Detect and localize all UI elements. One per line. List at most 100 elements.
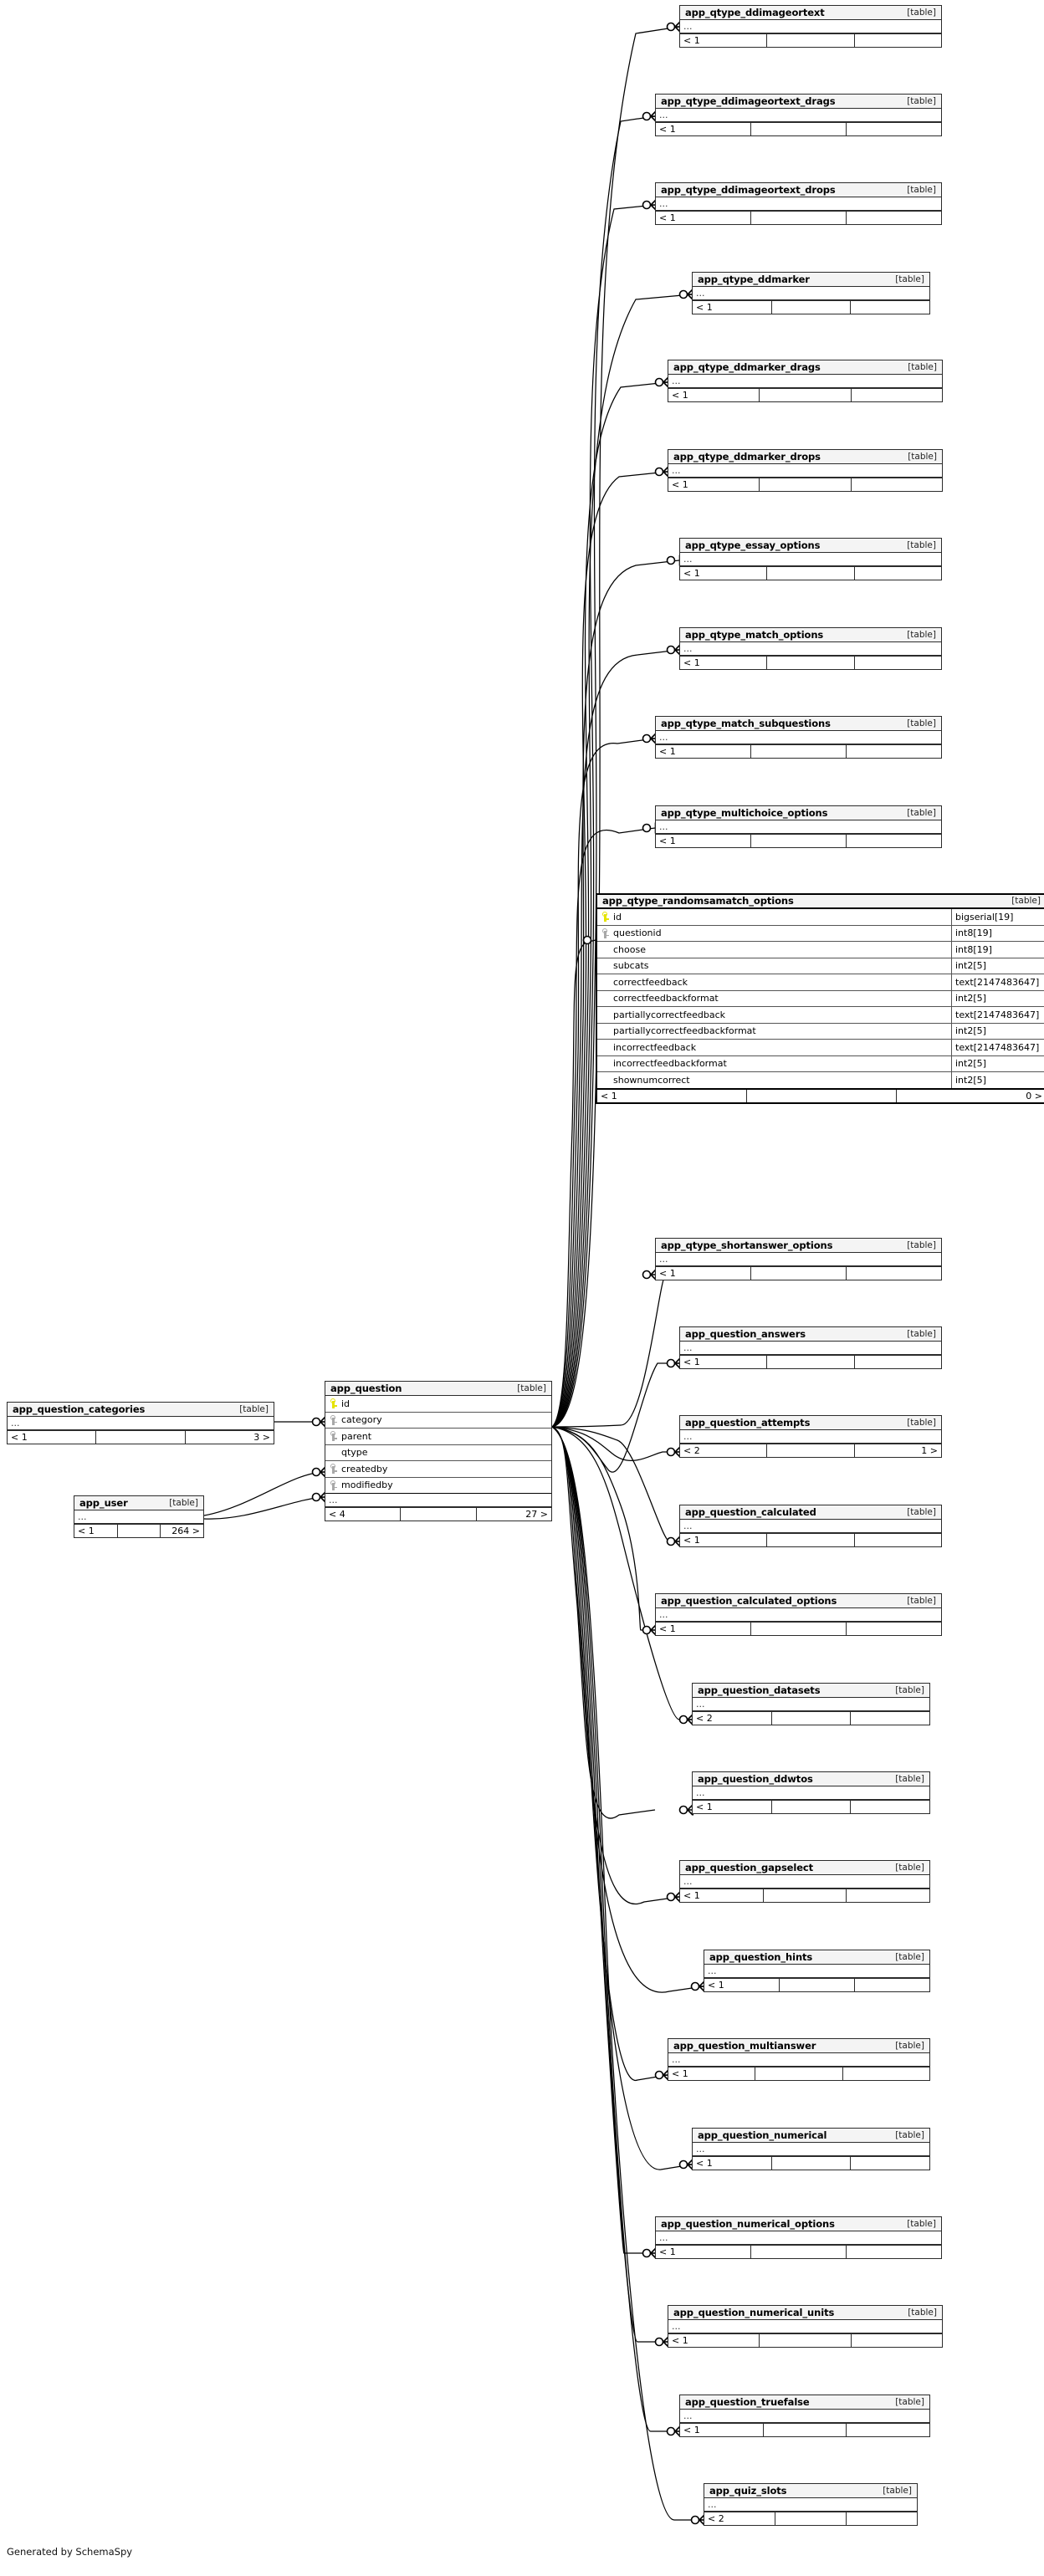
table-header: app_question_categories[table] — [8, 1403, 274, 1417]
table-app-qtype-randomsamatch-options[interactable]: app_qtype_randomsamatch_options [table] … — [596, 893, 1044, 1104]
footer-children-count — [855, 1534, 941, 1546]
table-type-tag: [table] — [895, 273, 924, 284]
table-app-question-datasets[interactable]: app_question_datasets[table]...< 2 — [692, 1683, 930, 1725]
footer-children-count: 0 > — [1026, 1090, 1042, 1101]
table-app-qtype-ddmarker-drags[interactable]: app_qtype_ddmarker_drags[table]...< 1 — [668, 360, 943, 402]
more-columns-ellipsis: ... — [680, 553, 941, 566]
table-app-qtype-ddmarker[interactable]: app_qtype_ddmarker[table]...< 1 — [692, 272, 930, 314]
table-app-qtype-ddmarker-drops[interactable]: app_qtype_ddmarker_drops[table]...< 1 — [668, 449, 943, 492]
table-name: app_question_multianswer — [673, 2039, 816, 2052]
footer-middle-cell — [747, 1089, 897, 1102]
table-footer: < 2 — [693, 1711, 929, 1725]
table-app-qtype-multichoice-options[interactable]: app_qtype_multichoice_options[table]...<… — [655, 805, 942, 848]
more-columns-ellipsis: ... — [704, 1965, 929, 1978]
table-app-question-gapselect[interactable]: app_question_gapselect[table]...< 1 — [679, 1860, 930, 1903]
column-name-cell: correctfeedbackformat — [597, 993, 951, 1004]
footer-parents-count: < 1 — [680, 34, 768, 47]
column-name-cell: subcats — [597, 960, 951, 971]
table-app-qtype-shortanswer-options[interactable]: app_qtype_shortanswer_options[table]...<… — [655, 1238, 942, 1280]
table-header: app_qtype_essay_options[table] — [680, 539, 941, 553]
footer-parents-count: < 1 — [704, 1979, 780, 1991]
column-name-cell: choose — [597, 944, 951, 955]
table-app-qtype-essay-options[interactable]: app_qtype_essay_options[table]...< 1 — [679, 538, 942, 580]
table-footer: < 1 — [668, 388, 942, 401]
table-footer: < 2 — [704, 2512, 917, 2525]
table-header: app_question_numerical[table] — [693, 2129, 929, 2143]
footer-middle-cell — [751, 745, 847, 758]
table-header: app_qtype_ddimageortext_drops[table] — [656, 183, 941, 197]
table-name: app_question_categories — [13, 1403, 146, 1415]
footer-parents-count: < 1 — [693, 301, 772, 314]
table-name: app_question_answers — [685, 1327, 806, 1340]
column-type: int2[5] — [951, 1055, 1044, 1071]
table-header: app_question [table] — [325, 1382, 551, 1396]
table-app-qtype-ddimageortext[interactable]: app_qtype_ddimageortext[table]...< 1 — [679, 5, 942, 48]
table-app-quiz-slots[interactable]: app_quiz_slots [table]...< 2 — [704, 2483, 918, 2526]
table-app-qtype-match-options[interactable]: app_qtype_match_options[table]...< 1 — [679, 627, 942, 670]
footer-middle-cell — [772, 1712, 852, 1725]
footer-parents-count: < 1 — [668, 389, 760, 401]
edge-endpoint-markers — [311, 20, 706, 2527]
more-columns-ellipsis: ... — [704, 2498, 917, 2512]
column-type: bigserial[19] — [951, 909, 1044, 925]
table-type-tag: [table] — [883, 2485, 912, 2496]
table-name: app_question_datasets — [698, 1684, 821, 1696]
footer-children-count — [847, 123, 941, 135]
table-app-question-truefalse[interactable]: app_question_truefalse[table]...< 1 — [679, 2395, 930, 2437]
table-name: app_qtype_ddmarker_drags — [673, 360, 821, 373]
table-app-qtype-match-subquestions[interactable]: app_qtype_match_subquestions[table]...< … — [655, 716, 942, 759]
column-row: qtype — [325, 1445, 551, 1461]
column-name-cell: incorrectfeedback — [597, 1042, 951, 1053]
table-app-qtype-ddimageortext-drags[interactable]: app_qtype_ddimageortext_drags[table]...<… — [655, 94, 942, 136]
more-columns-ellipsis: ... — [74, 1510, 203, 1524]
table-type-tag: [table] — [907, 7, 936, 18]
more-columns-ellipsis: ... — [668, 2320, 942, 2333]
table-footer: < 1 — [680, 566, 941, 580]
more-columns-ellipsis: ... — [680, 1875, 929, 1889]
table-name: app_question_ddwtos — [698, 1772, 813, 1785]
table-type-tag: [table] — [895, 2129, 924, 2140]
table-header: app_question_gapselect[table] — [680, 1861, 929, 1875]
footer-middle-cell — [772, 301, 852, 314]
column-name-cell: id — [597, 912, 951, 923]
table-footer: < 1 — [668, 2067, 929, 2080]
more-columns-ellipsis: ... — [668, 375, 942, 388]
column-type: int2[5] — [951, 1023, 1044, 1039]
table-app-question-answers[interactable]: app_question_answers[table]...< 1 — [679, 1326, 942, 1369]
table-type-tag: [table] — [895, 2040, 924, 2051]
table-app-question-hints[interactable]: app_question_hints[table]...< 1 — [704, 1950, 930, 1992]
more-columns-ellipsis: ... — [656, 2231, 941, 2245]
table-app-question-multianswer[interactable]: app_question_multianswer[table]...< 1 — [668, 2038, 930, 2081]
footer-parents-count: < 1 — [680, 1356, 768, 1368]
footer-children-count — [851, 1712, 929, 1725]
table-app-question-numerical[interactable]: app_question_numerical[table]...< 1 — [692, 2128, 930, 2170]
table-app-question-numerical-units[interactable]: app_question_numerical_units[table]...< … — [668, 2305, 943, 2348]
table-type-tag: [table] — [907, 2218, 936, 2229]
table-footer: < 1 — [656, 211, 941, 224]
table-name: app_qtype_essay_options — [685, 539, 821, 551]
table-app-question-numerical-options[interactable]: app_question_numerical_options[table]...… — [655, 2216, 942, 2259]
footer-children-count: 1 > — [921, 1445, 938, 1456]
table-header: app_qtype_multichoice_options[table] — [656, 806, 941, 820]
table-app-qtype-ddimageortext-drops[interactable]: app_qtype_ddimageortext_drops[table]...<… — [655, 182, 942, 225]
footer-middle-cell — [764, 1889, 847, 1902]
more-columns-ellipsis: ... — [680, 642, 941, 656]
footer-parents-count: < 1 — [668, 2334, 760, 2347]
table-type-tag: [table] — [895, 1773, 924, 1784]
table-name: app_quiz_slots — [709, 2484, 787, 2497]
table-app-question-calculated-options[interactable]: app_question_calculated_options[table]..… — [655, 1593, 942, 1636]
footer-children-count — [852, 478, 942, 491]
table-app-question-ddwtos[interactable]: app_question_ddwtos[table]...< 1 — [692, 1771, 930, 1814]
table-type-tag: [table] — [169, 1497, 198, 1508]
column-name-cell: shownumcorrect — [597, 1075, 951, 1086]
more-columns-ellipsis: ... — [680, 1430, 941, 1444]
footer-middle-cell — [751, 1267, 847, 1280]
column-name: qtype — [341, 1447, 368, 1459]
footer-parents-count: < 1 — [680, 1534, 768, 1546]
table-app-question-calculated[interactable]: app_question_calculated[table]...< 1 — [679, 1505, 942, 1547]
